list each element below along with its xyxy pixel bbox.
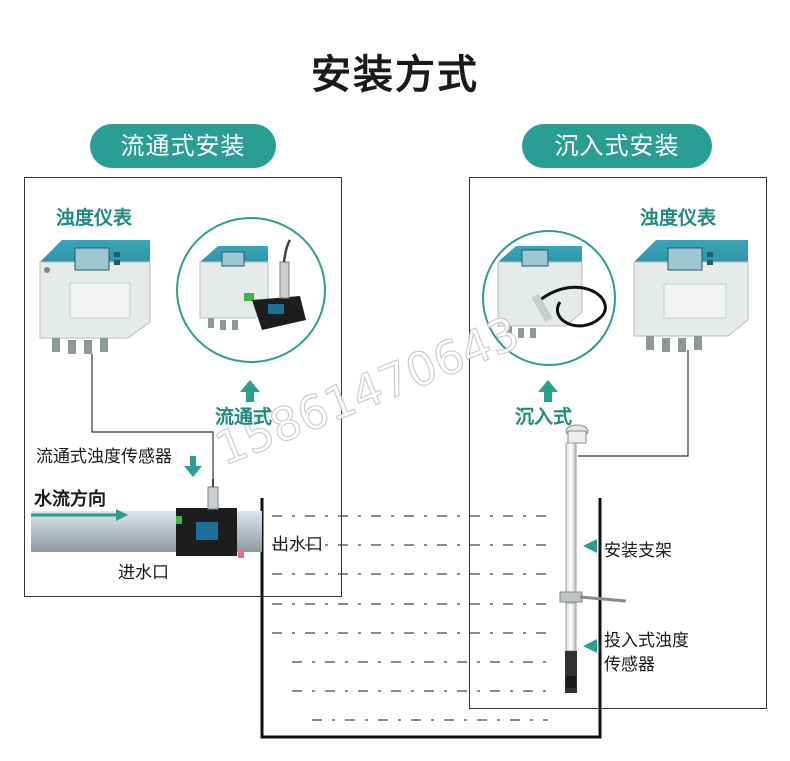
meter-label-right: 浊度仪表: [640, 207, 717, 229]
flow-direction-label: 水流方向: [34, 489, 106, 510]
submersion-sensor-label-line2: 传感器: [604, 655, 655, 675]
up-arrow-icon: [538, 380, 558, 402]
bracket-pointer-arrow: [583, 539, 597, 553]
submersion-install-pill: 沉入式安装: [522, 124, 712, 168]
flow-through-mode-label: 流通式: [215, 406, 273, 428]
flow-direction-arrow: [31, 509, 128, 521]
meter-cable-right: [578, 350, 689, 457]
meter-label-left: 浊度仪表: [56, 207, 133, 229]
submersion-sensor: [565, 651, 577, 693]
submersion-mode-label: 沉入式: [515, 406, 573, 428]
flow-through-sensor: [176, 479, 244, 558]
down-arrow-icon: [184, 456, 202, 477]
sensor-pointer-arrow: [583, 639, 597, 653]
inlet-label: 进水口: [118, 563, 169, 583]
water-pipe: [31, 511, 262, 552]
turbidity-meter-right: [633, 240, 749, 352]
flow-through-install-pill: 流通式安装: [90, 124, 276, 168]
submersion-sensor-label-line1: 投入式浊度: [604, 631, 689, 651]
mounting-bracket: [559, 424, 627, 652]
flow-through-system-image: [176, 217, 326, 363]
water-tank: [260, 498, 602, 739]
page-title: 安装方式: [311, 52, 479, 98]
flow-through-sensor-label: 流通式浊度传感器: [36, 447, 172, 467]
outlet-label: 出水口: [272, 535, 323, 555]
submersion-system-image: [482, 230, 616, 366]
meter-cable-left: [91, 354, 214, 495]
up-arrow-icon: [240, 380, 260, 402]
bracket-label: 安装支架: [604, 541, 672, 561]
turbidity-meter-left: [39, 240, 151, 354]
